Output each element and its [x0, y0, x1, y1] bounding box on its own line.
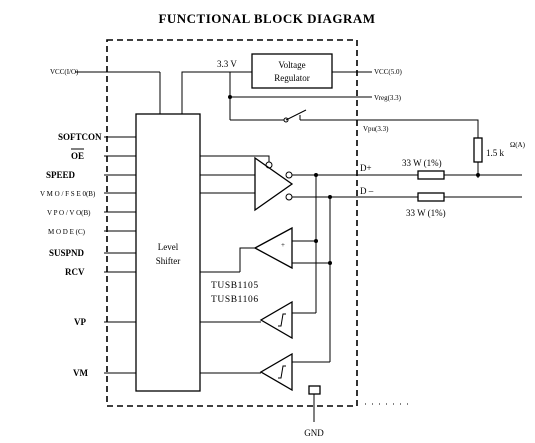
receiver-vp — [200, 300, 316, 340]
part-number-2: TUSB1106 — [211, 295, 259, 305]
pin-speed: SPEED — [46, 170, 76, 180]
diagram-title: FUNCTIONAL BLOCK DIAGRAM — [158, 11, 375, 26]
dplus-label: D+ — [360, 163, 372, 173]
vreg-label: Vreg(3.3) — [374, 94, 402, 102]
pin-rcv: RCV — [65, 267, 85, 277]
usb-data-lines: D+ D – 33 W (1%) 33 W (1%) — [360, 158, 522, 218]
pin-mode: M O D E (C) — [48, 228, 86, 236]
left-pin-group: VCC(I/O) SOFTCON OE SPEED V M O / F S E … — [40, 68, 161, 378]
pin-vm: VM — [73, 368, 88, 378]
resistor-bottom-label: 33 W (1%) — [406, 208, 446, 218]
chip-boundary — [106, 39, 358, 407]
series-resistor-dminus — [417, 192, 445, 202]
part-number-1: TUSB1105 — [211, 281, 259, 291]
pin-vp: VP — [74, 317, 86, 327]
series-resistor-dplus — [417, 170, 445, 180]
regulator-label-line2: Regulator — [274, 73, 310, 83]
power-section: 3.3 V VCC(5.0) Vreg(3.3) Vpu(3.3) 1.5 k … — [181, 59, 526, 178]
gnd-label: GND — [304, 428, 324, 438]
pin-vpo-vo: V P O / V O(B) — [47, 209, 91, 217]
rail-3v3-label: 3.3 V — [217, 59, 237, 69]
pullup-resistor — [473, 137, 483, 163]
pin-suspnd: SUSPND — [49, 248, 85, 258]
pin-softcon: SOFTCON — [58, 132, 102, 142]
level-shifter-block: Level Shifter — [135, 113, 201, 392]
vcc50-label: VCC(5.0) — [374, 68, 402, 76]
differential-receiver: + — [200, 226, 332, 273]
dminus-label: D – — [360, 186, 374, 196]
pullup-value: 1.5 k — [486, 148, 505, 158]
pin-vmo-fse0: V M O / F S E 0(B) — [40, 190, 96, 198]
receiver-bus — [314, 173, 332, 362]
ground-pin: GND — [304, 385, 324, 438]
receiver-vm — [200, 352, 330, 392]
vpu-label: Vpu(3.3) — [363, 125, 389, 133]
differential-driver — [200, 155, 418, 212]
regulator-label-line1: Voltage — [278, 60, 305, 70]
pullup-note: Ω(A) — [510, 141, 526, 149]
pin-oe: OE — [71, 151, 84, 161]
svg-text:+: + — [281, 241, 285, 249]
level-shifter-label-line1: Level — [158, 242, 179, 252]
pin-vcc-io: VCC(I/O) — [50, 68, 79, 76]
resistor-top-label: 33 W (1%) — [402, 158, 442, 168]
voltage-regulator-block: Voltage Regulator — [251, 53, 333, 89]
level-shifter-label-line2: Shifter — [156, 256, 181, 266]
